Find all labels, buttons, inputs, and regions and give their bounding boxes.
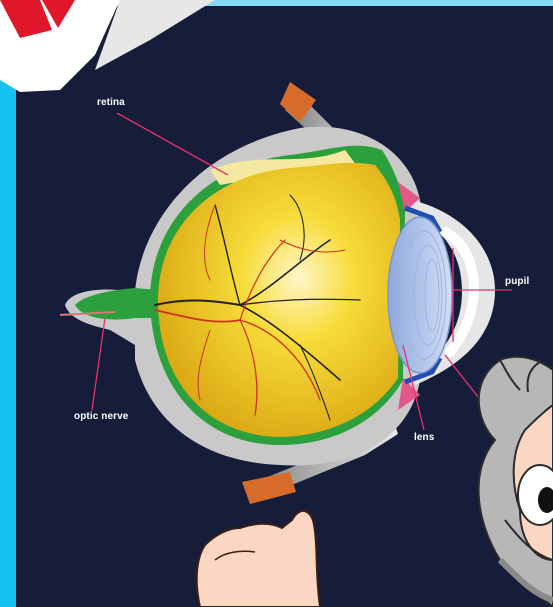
lens-label: lens: [414, 432, 434, 443]
pupil-label: pupil: [505, 276, 529, 287]
corner-mascot-hat: [0, 0, 215, 92]
lens-shape: [388, 217, 452, 373]
retina-leader-line: [117, 113, 228, 175]
optic-nerve-leader-line: [92, 318, 105, 410]
retina-label: retina: [97, 97, 125, 108]
optic-nerve-label: optic nerve: [74, 411, 128, 422]
cartoon-professor: [479, 357, 553, 607]
cartoon-hand: [197, 511, 320, 607]
